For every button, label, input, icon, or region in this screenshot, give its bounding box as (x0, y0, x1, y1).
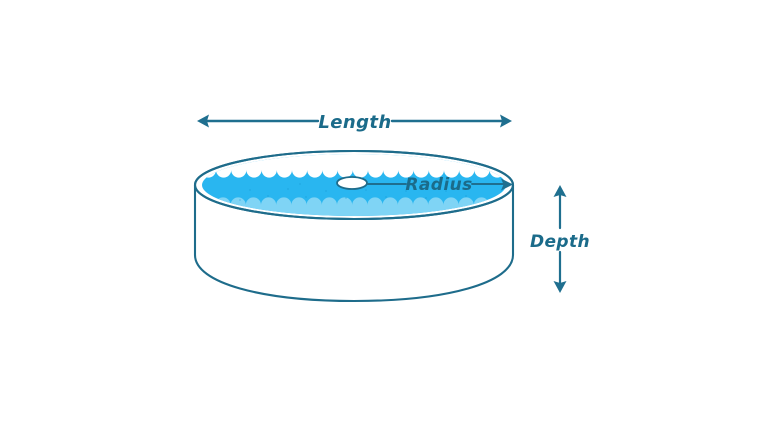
arrow-up-icon (553, 185, 567, 197)
water-lower-band (202, 197, 506, 216)
radius-dimension: Radius (366, 175, 513, 195)
arrow-down-icon (553, 281, 567, 293)
arrow-right-icon (501, 178, 513, 191)
depth-dimension: Depth (530, 185, 590, 293)
pool-top-rim-outline (193, 149, 515, 221)
pool-cylinder (193, 149, 515, 303)
radius-label: Radius (405, 175, 472, 195)
pool-drain-icon (336, 176, 368, 190)
pool-water (202, 154, 506, 216)
length-dimension: Length (197, 112, 512, 133)
arrow-left-icon (197, 114, 209, 128)
arrow-right-icon (500, 114, 512, 128)
depth-label: Depth (530, 232, 590, 252)
water-texture (238, 181, 472, 202)
length-label: Length (318, 112, 391, 133)
